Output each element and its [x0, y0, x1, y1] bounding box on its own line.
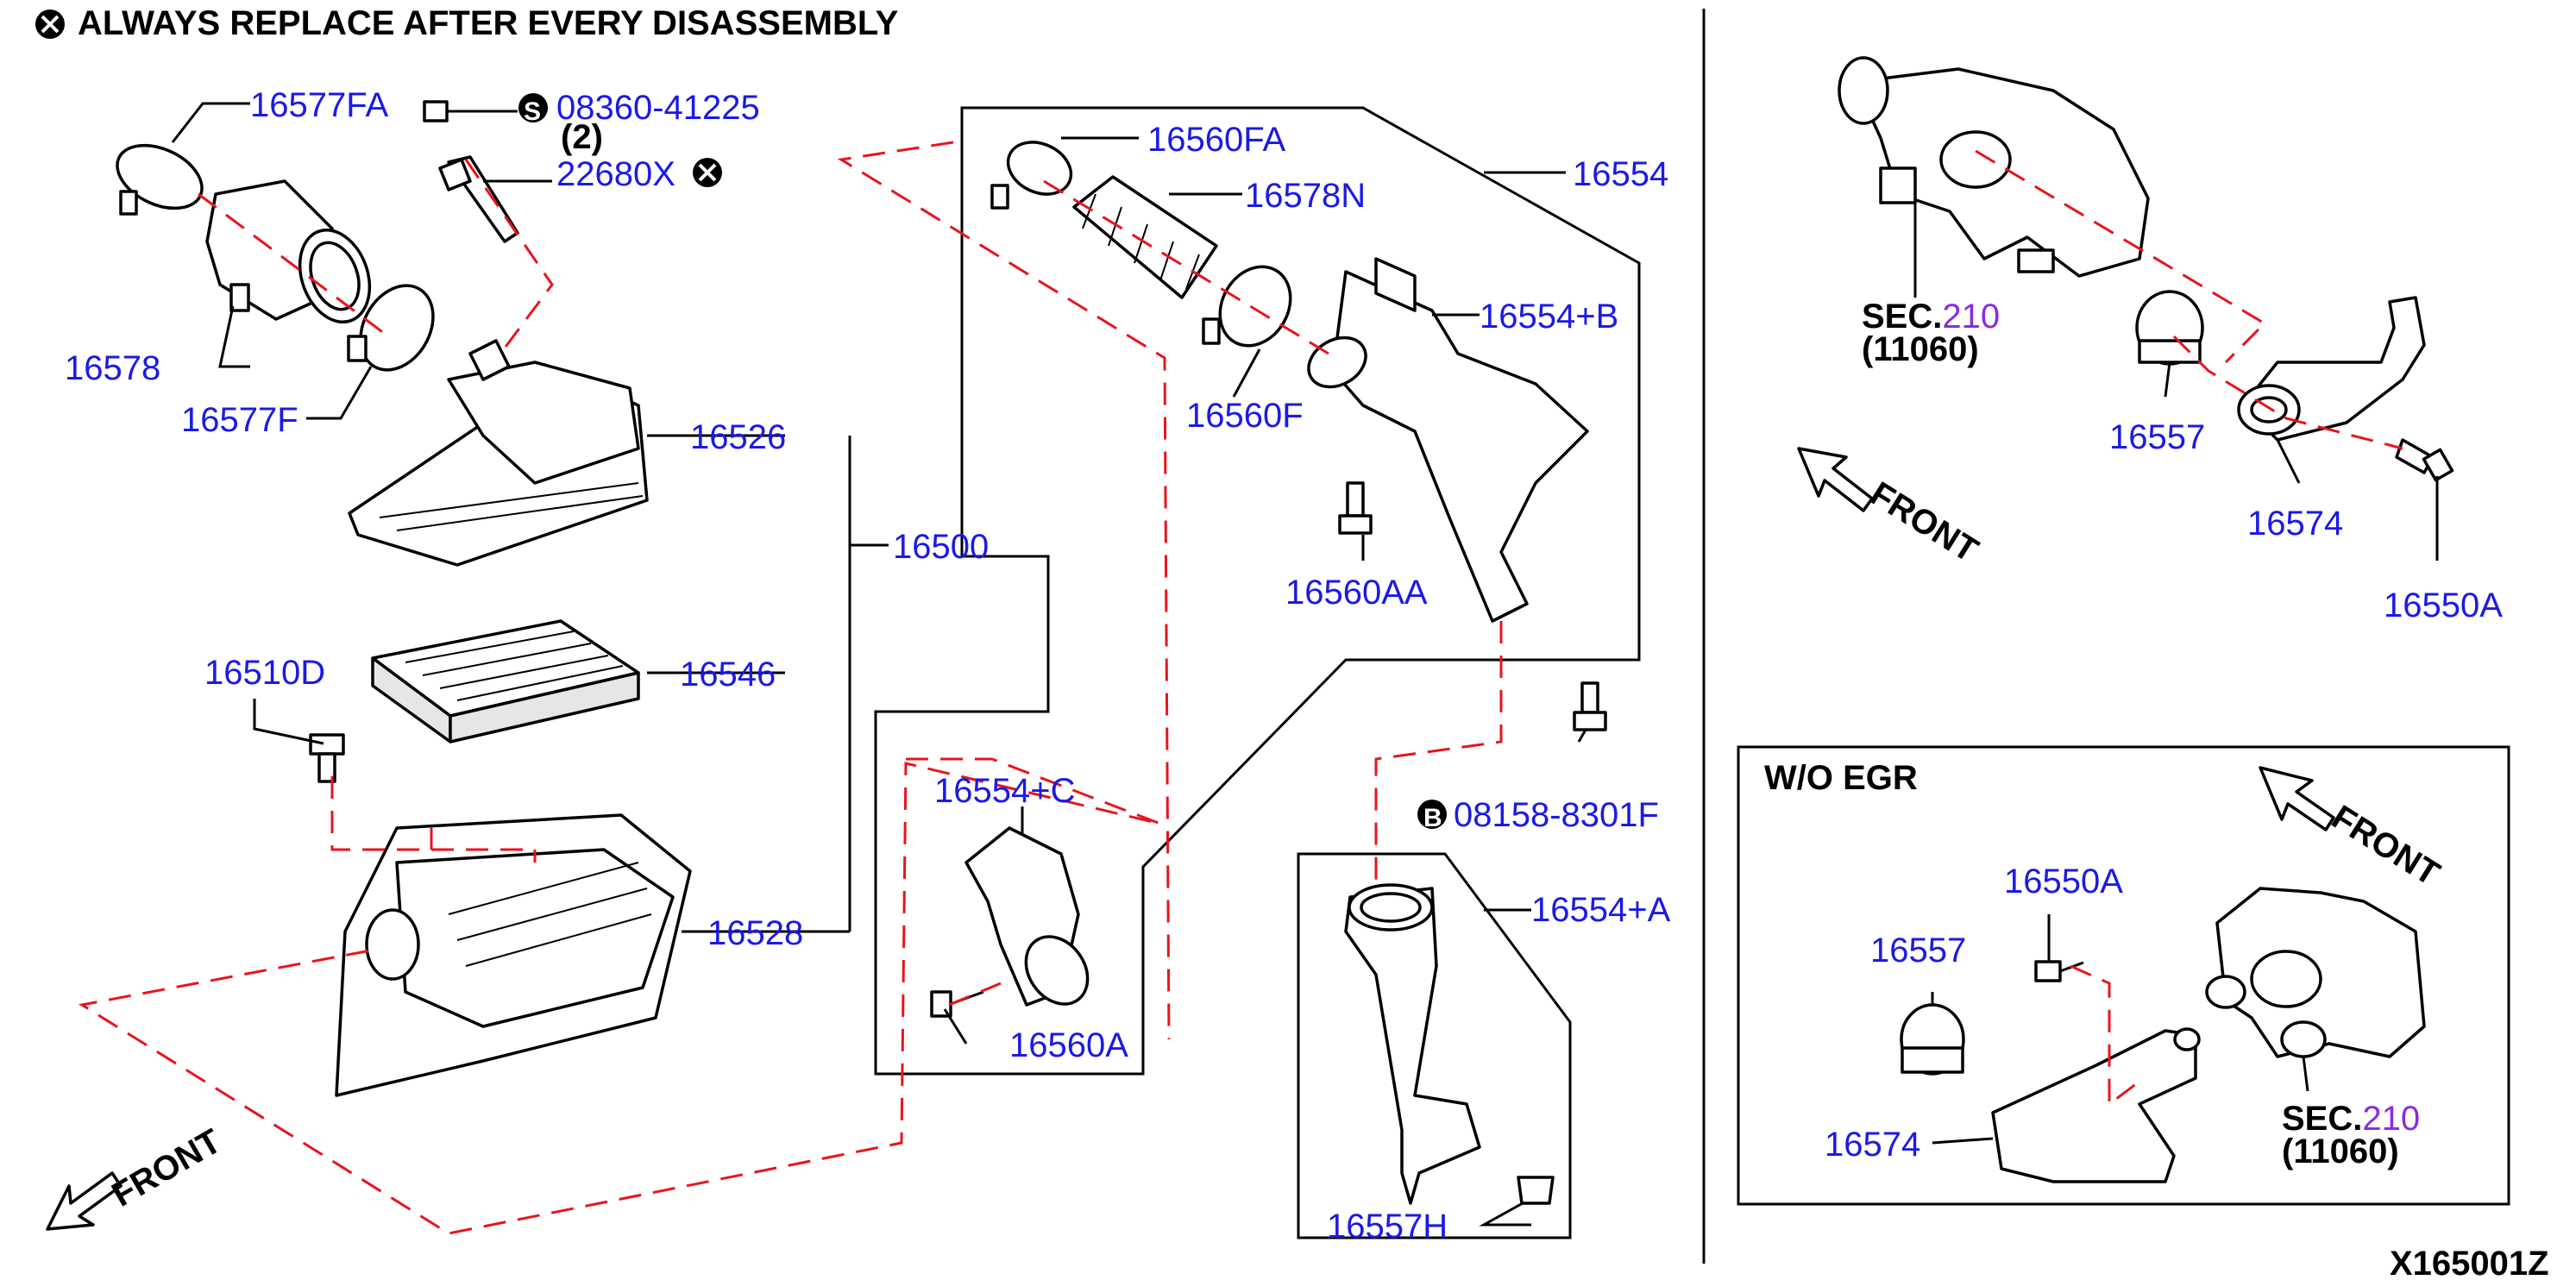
label-16526[interactable]: 16526 [690, 418, 786, 456]
label-16578[interactable]: 16578 [65, 349, 160, 387]
lower-case-16528 [335, 813, 692, 1097]
clamp-16560f [1202, 265, 1292, 348]
clamp-16577fa [116, 143, 204, 216]
front-arrow-left: FRONT [46, 1122, 228, 1231]
label-16550a-top[interactable]: 16550A [2384, 587, 2503, 624]
insulator-16557-top [2135, 290, 2204, 366]
label-16554a[interactable]: 16554+A [1531, 891, 1671, 929]
s-mark-letter: S [524, 97, 541, 126]
front-arrow-top: FRONT [1797, 447, 1984, 570]
bracket-16574-box [1991, 1027, 2201, 1183]
replace-note: ALWAYS REPLACE AFTER EVERY DISASSEMBLY [35, 4, 899, 42]
clamp-16560fa [990, 141, 1073, 210]
filter-16546 [371, 619, 640, 744]
label-16574-box[interactable]: 16574 [1825, 1126, 1920, 1164]
label-sec210-box-sub: (11060) [2282, 1133, 2399, 1170]
insulator-16557-box [1900, 1003, 1965, 1076]
duct-16554c [964, 826, 1090, 1007]
sensor-22680x [438, 155, 519, 243]
label-16560fa[interactable]: 16560FA [1147, 121, 1285, 159]
front-box-label: FRONT [2325, 798, 2446, 893]
clamp-16577f [347, 284, 435, 372]
label-16554[interactable]: 16554 [1573, 155, 1668, 193]
replace-note-text: ALWAYS REPLACE AFTER EVERY DISASSEMBLY [78, 4, 899, 42]
label-16577fa[interactable]: 16577FA [250, 86, 388, 124]
label-16546[interactable]: 16546 [680, 656, 776, 693]
label-16554c[interactable]: 16554+C [934, 772, 1075, 810]
label-16500[interactable]: 16500 [893, 528, 989, 566]
label-16578n[interactable]: 16578N [1245, 177, 1366, 215]
front-left-label: FRONT [106, 1122, 228, 1214]
housing-sec210-box [2205, 887, 2426, 1058]
bolt-16560aa [1338, 481, 1373, 535]
b-mark: B [1417, 800, 1447, 832]
label-16560f[interactable]: 16560F [1186, 397, 1304, 435]
wo-egr-box [1737, 745, 2510, 1206]
label-16560aa[interactable]: 16560AA [1285, 574, 1428, 612]
label-16560a[interactable]: 16560A [1009, 1026, 1128, 1064]
label-16557h[interactable]: 16557H [1327, 1208, 1448, 1245]
label-08360-41225[interactable]: 08360-41225 [556, 89, 760, 127]
label-22680x[interactable]: 22680X [556, 155, 675, 193]
assembly-lines [78, 141, 2403, 1235]
bracket-16574-top [2237, 296, 2426, 442]
label-16528[interactable]: 16528 [707, 914, 803, 952]
bolt-08158 [1573, 681, 1607, 731]
label-16557-top[interactable]: 16557 [2109, 418, 2205, 456]
front-arrow-box: FRONT [2259, 766, 2446, 894]
hose-16578n [1072, 175, 1218, 299]
bolt-16550a-top [2395, 438, 2454, 482]
replace-mark-22680x [693, 158, 722, 187]
label-16577f[interactable]: 16577F [181, 401, 298, 439]
label-16550a-box[interactable]: 16550A [2004, 863, 2123, 900]
label-16557-box[interactable]: 16557 [1870, 932, 1966, 969]
duct-16578 [205, 179, 372, 324]
replace-mark-x [41, 15, 60, 34]
s-mark: S [518, 93, 548, 126]
grommet-16557h [1517, 1176, 1555, 1205]
figure-id: X165001Z [2390, 1245, 2549, 1280]
label-sec210-top-sub: (11060) [1862, 330, 1979, 368]
label-08360-qty: (2) [561, 118, 603, 156]
part-labels: 16577FA 08360-41225 (2) 22680X 16578 165… [65, 86, 2503, 1245]
wo-egr-title: W/O EGR [1764, 759, 1918, 797]
front-top-label: FRONT [1863, 474, 1984, 569]
leader-lines [171, 102, 2439, 1227]
label-16510d[interactable]: 16510D [204, 654, 325, 692]
outline-16554 [874, 106, 1641, 1076]
label-sec210-top[interactable]: SEC.210 [1862, 298, 2000, 336]
label-16574-top[interactable]: 16574 [2247, 505, 2343, 543]
duct-16554a [1344, 883, 1481, 1205]
bolt-16510d [309, 733, 345, 783]
label-08158-8301f[interactable]: 08158-8301F [1454, 796, 1659, 834]
housing-sec210-top [1838, 56, 2150, 278]
label-sec210-box[interactable]: SEC.210 [2282, 1100, 2420, 1138]
label-16554b[interactable]: 16554+B [1480, 298, 1618, 336]
bolt-16560a [930, 990, 984, 1018]
upper-case-16526 [348, 339, 649, 567]
b-mark-letter: B [1423, 804, 1442, 832]
bolt-16550a-box [2034, 960, 2084, 982]
outline-16554a [1297, 852, 1572, 1239]
